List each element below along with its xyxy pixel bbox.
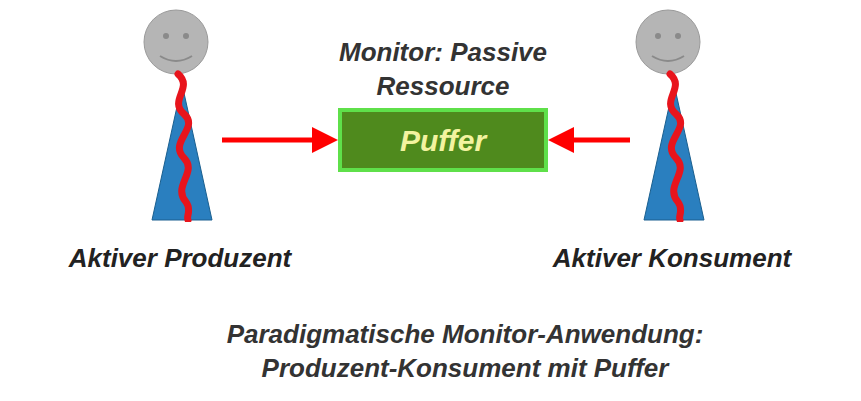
monitor-heading: Monitor: Passive Ressource xyxy=(303,36,583,104)
actor-figure: Aktiver Produzent xyxy=(138,8,222,222)
actor-label: Aktiver Konsument xyxy=(553,242,791,276)
actor-figure: Aktiver Konsument xyxy=(630,8,714,222)
flow-arrow xyxy=(222,127,338,153)
caption: Paradigmatische Monitor-Anwendung: Produ… xyxy=(185,318,745,386)
person-figure xyxy=(630,8,714,222)
buffer-label: Puffer xyxy=(400,121,486,160)
person-figure xyxy=(138,8,222,222)
actor-label: Aktiver Produzent xyxy=(69,242,292,276)
flow-arrow xyxy=(548,127,630,153)
buffer-box: Monitor: Passive RessourcePuffer xyxy=(338,108,548,172)
